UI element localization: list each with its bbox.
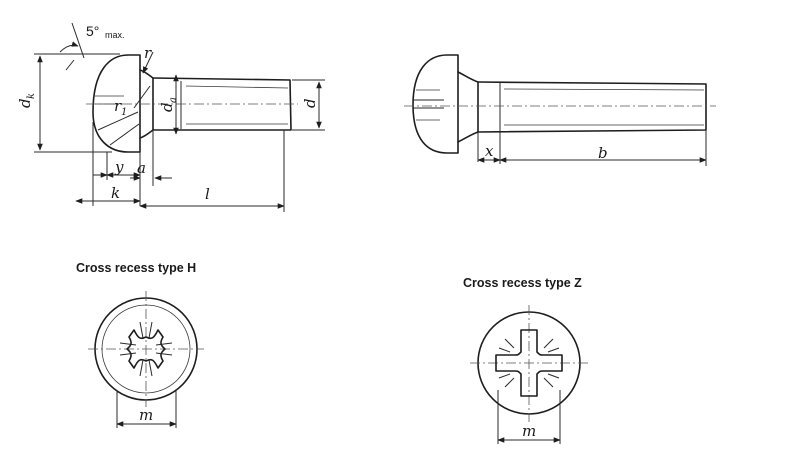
side-view-left (34, 22, 325, 212)
caption-type-z: Cross recess type Z (463, 276, 582, 290)
label-angle-max: max. (105, 30, 125, 40)
side-view-right (404, 54, 716, 166)
label-a: a (137, 159, 146, 177)
label-dk: d (16, 98, 34, 108)
label-da: d (158, 102, 176, 112)
cross-recess-h (88, 291, 204, 428)
caption-type-h: Cross recess type H (76, 261, 196, 275)
label-angle: 5° (86, 23, 99, 39)
label-y: y (114, 158, 124, 176)
label-k: k (111, 184, 120, 202)
label-r: r (144, 44, 152, 62)
label-d: d (301, 98, 319, 108)
label-m-type-h: m (139, 406, 153, 424)
label-m-type-z: m (522, 422, 536, 440)
label-x: x (485, 142, 494, 160)
label-r1: r (114, 97, 122, 115)
label-b: b (598, 144, 608, 162)
label-l: l (205, 185, 210, 203)
cross-recess-z (470, 305, 588, 444)
label-dk-sub: k (26, 93, 37, 99)
label-r1-sub: 1 (121, 107, 127, 118)
label-da-sub: a (168, 97, 179, 103)
